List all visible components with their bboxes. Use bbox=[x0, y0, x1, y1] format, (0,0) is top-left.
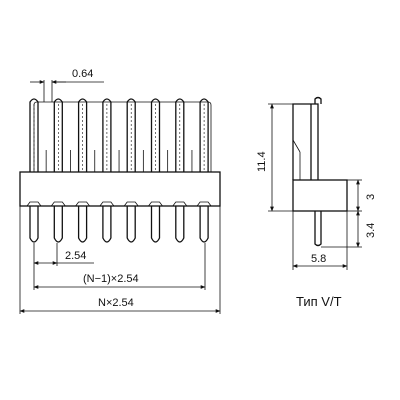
pin-notch bbox=[172, 201, 188, 207]
pitch-dimension: 2.54 bbox=[33, 243, 94, 266]
side-pin-upper bbox=[292, 103, 319, 180]
span-label: (N−1)×2.54 bbox=[83, 273, 139, 285]
height-dimension: 11.4 bbox=[256, 103, 293, 212]
pin-notch bbox=[148, 201, 163, 207]
side-view-caption: Тип V/T bbox=[296, 294, 342, 309]
pin-upper bbox=[150, 98, 161, 172]
pin-upper bbox=[199, 98, 209, 172]
total-length-dimension: N×2.54 bbox=[19, 206, 221, 314]
housing-body bbox=[19, 171, 221, 207]
height-label: 11.4 bbox=[256, 151, 268, 172]
body-height-label: 3 bbox=[365, 194, 377, 200]
pin-upper bbox=[126, 98, 136, 172]
front-view: 0.64 2.54 (N−1)×2.54 N×2.54 bbox=[19, 68, 221, 314]
side-view: 11.4 3 3.4 5.8 Тип V/T bbox=[256, 96, 377, 309]
body-depth-dimension: 5.8 bbox=[292, 211, 348, 270]
pin-lower bbox=[102, 206, 112, 243]
pins-group bbox=[26, 98, 212, 243]
pin-upper bbox=[77, 98, 88, 172]
body-height-dimension: 3 bbox=[347, 179, 377, 212]
pin-lower bbox=[53, 206, 63, 243]
pin-upper bbox=[53, 98, 63, 172]
pin-lower bbox=[199, 206, 209, 243]
pin-upper bbox=[175, 98, 185, 172]
pin-notch bbox=[196, 201, 212, 207]
span-dimension: (N−1)×2.54 bbox=[33, 243, 206, 290]
pin-upper bbox=[102, 98, 112, 172]
pin-lower bbox=[77, 206, 88, 243]
total-length-label: N×2.54 bbox=[98, 297, 134, 309]
pin-upper bbox=[29, 98, 39, 172]
pin-notch bbox=[123, 201, 139, 207]
pin-notch bbox=[50, 201, 66, 207]
tail-length-label: 3.4 bbox=[365, 223, 377, 238]
pin-lower bbox=[126, 206, 136, 243]
pin-notch bbox=[26, 201, 42, 207]
pin-lower bbox=[175, 206, 185, 243]
side-pin-step bbox=[292, 139, 301, 153]
side-pin-lower bbox=[314, 211, 322, 247]
pin-width-label: 0.64 bbox=[72, 68, 93, 80]
pin-width-dimension: 0.64 bbox=[30, 68, 104, 102]
side-housing bbox=[292, 179, 348, 212]
pin-lower bbox=[150, 206, 161, 243]
body-depth-label: 5.8 bbox=[311, 253, 326, 265]
pitch-label: 2.54 bbox=[65, 250, 86, 262]
pin-notch bbox=[75, 201, 90, 207]
pin-notch bbox=[99, 201, 115, 207]
pin-lower bbox=[29, 206, 39, 243]
tail-length-dimension: 3.4 bbox=[321, 210, 377, 248]
